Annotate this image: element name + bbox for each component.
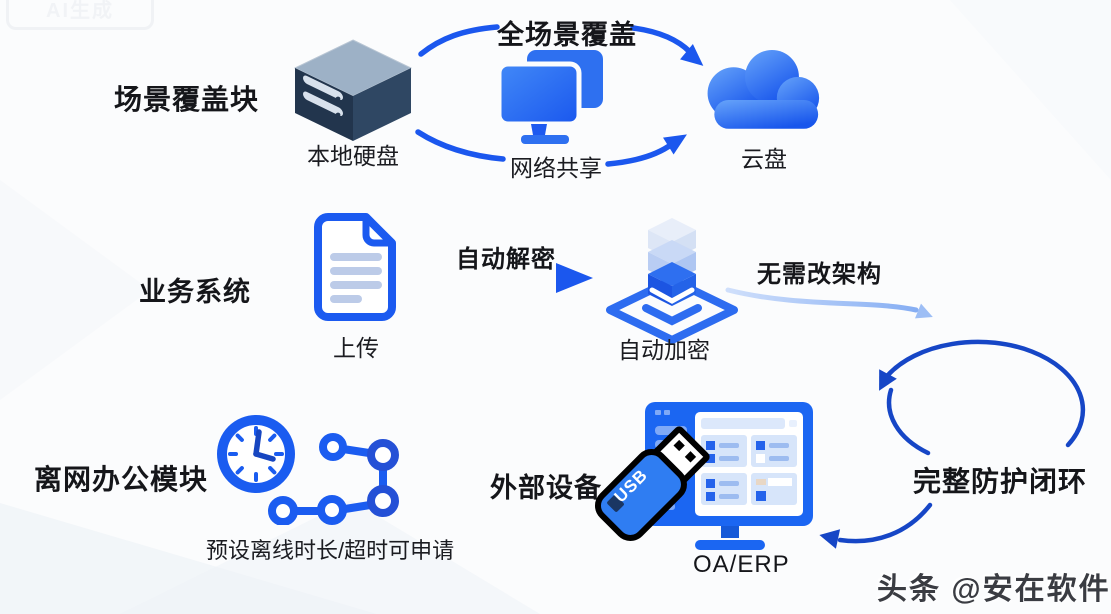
document-icon [314,213,396,321]
network-share-label: 网络共享 [510,155,602,181]
scenario-row-title: 场景覆盖块 [114,84,260,115]
light-curve-arrow [725,287,933,319]
auto-decrypt-label: 自动解密 [456,246,556,273]
server-icon [293,39,413,141]
bg-polygon [0,180,150,400]
arc-arrow-bottom-left [415,129,506,162]
no-arch-change-label: 无需改架构 [757,261,882,288]
route-dots-icon [268,433,399,525]
usb-drive-icon: USB [594,426,710,542]
full-coverage-label: 全场景覆盖 [497,20,637,50]
arc-arrow-top-right [630,25,704,66]
external-device-label: 外部设备 [490,473,602,503]
local-disk-label: 本地硬盘 [307,143,399,169]
decrypt-arrow [422,263,593,293]
arc-arrow-top-left [418,24,500,57]
closed-loop-label: 完整防护闭环 [913,466,1088,497]
offline-row-title: 离网办公模块 [34,464,209,495]
ai-generated-badge: AI生成 [6,0,154,30]
layer-stack-icon [606,218,738,344]
upload-label: 上传 [333,335,379,361]
auto-encrypt-label: 自动加密 [618,337,710,363]
bg-polygon [950,0,1111,180]
cloud-icon [707,49,820,129]
dual-monitor-icon [499,50,603,144]
oa-erp-label: OA/ERP [693,551,790,578]
business-row-title: 业务系统 [139,277,251,307]
clock-icon [217,415,295,493]
watermark-text: 头条 @安在软件 [877,573,1111,606]
ai-generated-badge-label: AI生成 [46,0,114,22]
arc-arrow-bottom-right [605,134,687,167]
loop-exit-arrow [819,502,933,549]
offline-caption: 预设离线时长/超时可申请 [206,538,455,563]
protection-loop-arrow [879,339,1086,456]
cloud-disk-label: 云盘 [741,146,787,172]
